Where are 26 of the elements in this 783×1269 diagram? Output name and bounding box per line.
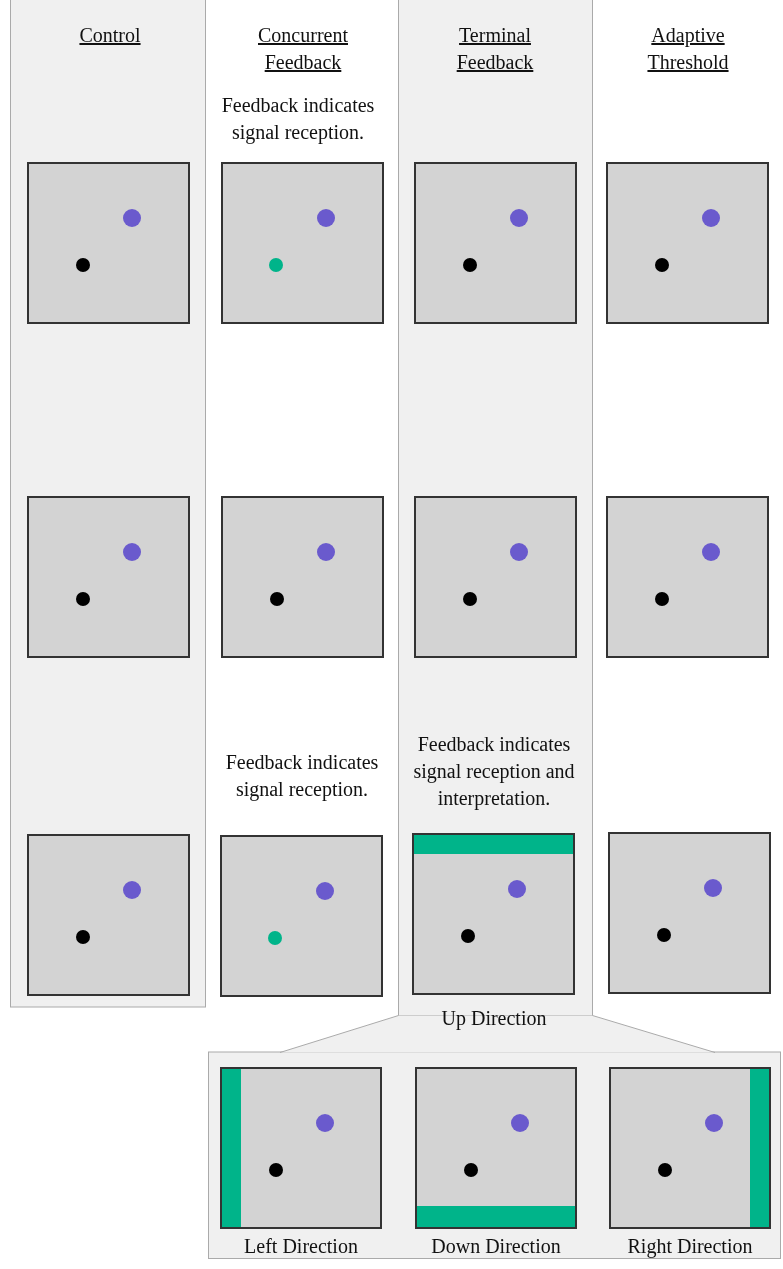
column-heading: Terminal Feedback — [455, 23, 535, 75]
screen-panel — [221, 496, 384, 658]
feedback-note: Feedback indicates signal reception. — [220, 93, 376, 146]
column-heading: Control — [78, 23, 142, 48]
screen-panel — [415, 1067, 577, 1229]
direction-caption: Right Direction — [626, 1234, 754, 1260]
column-heading: Adaptive Threshold — [646, 23, 730, 75]
screen-panel — [27, 496, 190, 658]
screen-panel — [608, 832, 771, 994]
screen-panel — [414, 162, 577, 324]
direction-caption: Down Direction — [430, 1234, 562, 1259]
screen-panel — [27, 162, 190, 324]
screen-panel — [414, 496, 577, 658]
direction-caption: Up Direction — [440, 1006, 548, 1032]
screen-panel — [220, 835, 383, 997]
direction-caption: Left Direction — [243, 1234, 359, 1259]
screen-panel — [606, 162, 769, 324]
screen-panel — [221, 162, 384, 324]
screen-panel — [412, 833, 575, 995]
column-heading: Concurrent Feedback — [257, 23, 349, 75]
screen-panel — [27, 834, 190, 996]
screen-panel — [606, 496, 769, 658]
screen-panel — [609, 1067, 771, 1229]
feedback-note: Feedback indicates signal reception. — [224, 750, 380, 803]
screen-panel — [220, 1067, 382, 1229]
feedback-note: Feedback indicates signal reception and interpretation. — [412, 732, 576, 812]
